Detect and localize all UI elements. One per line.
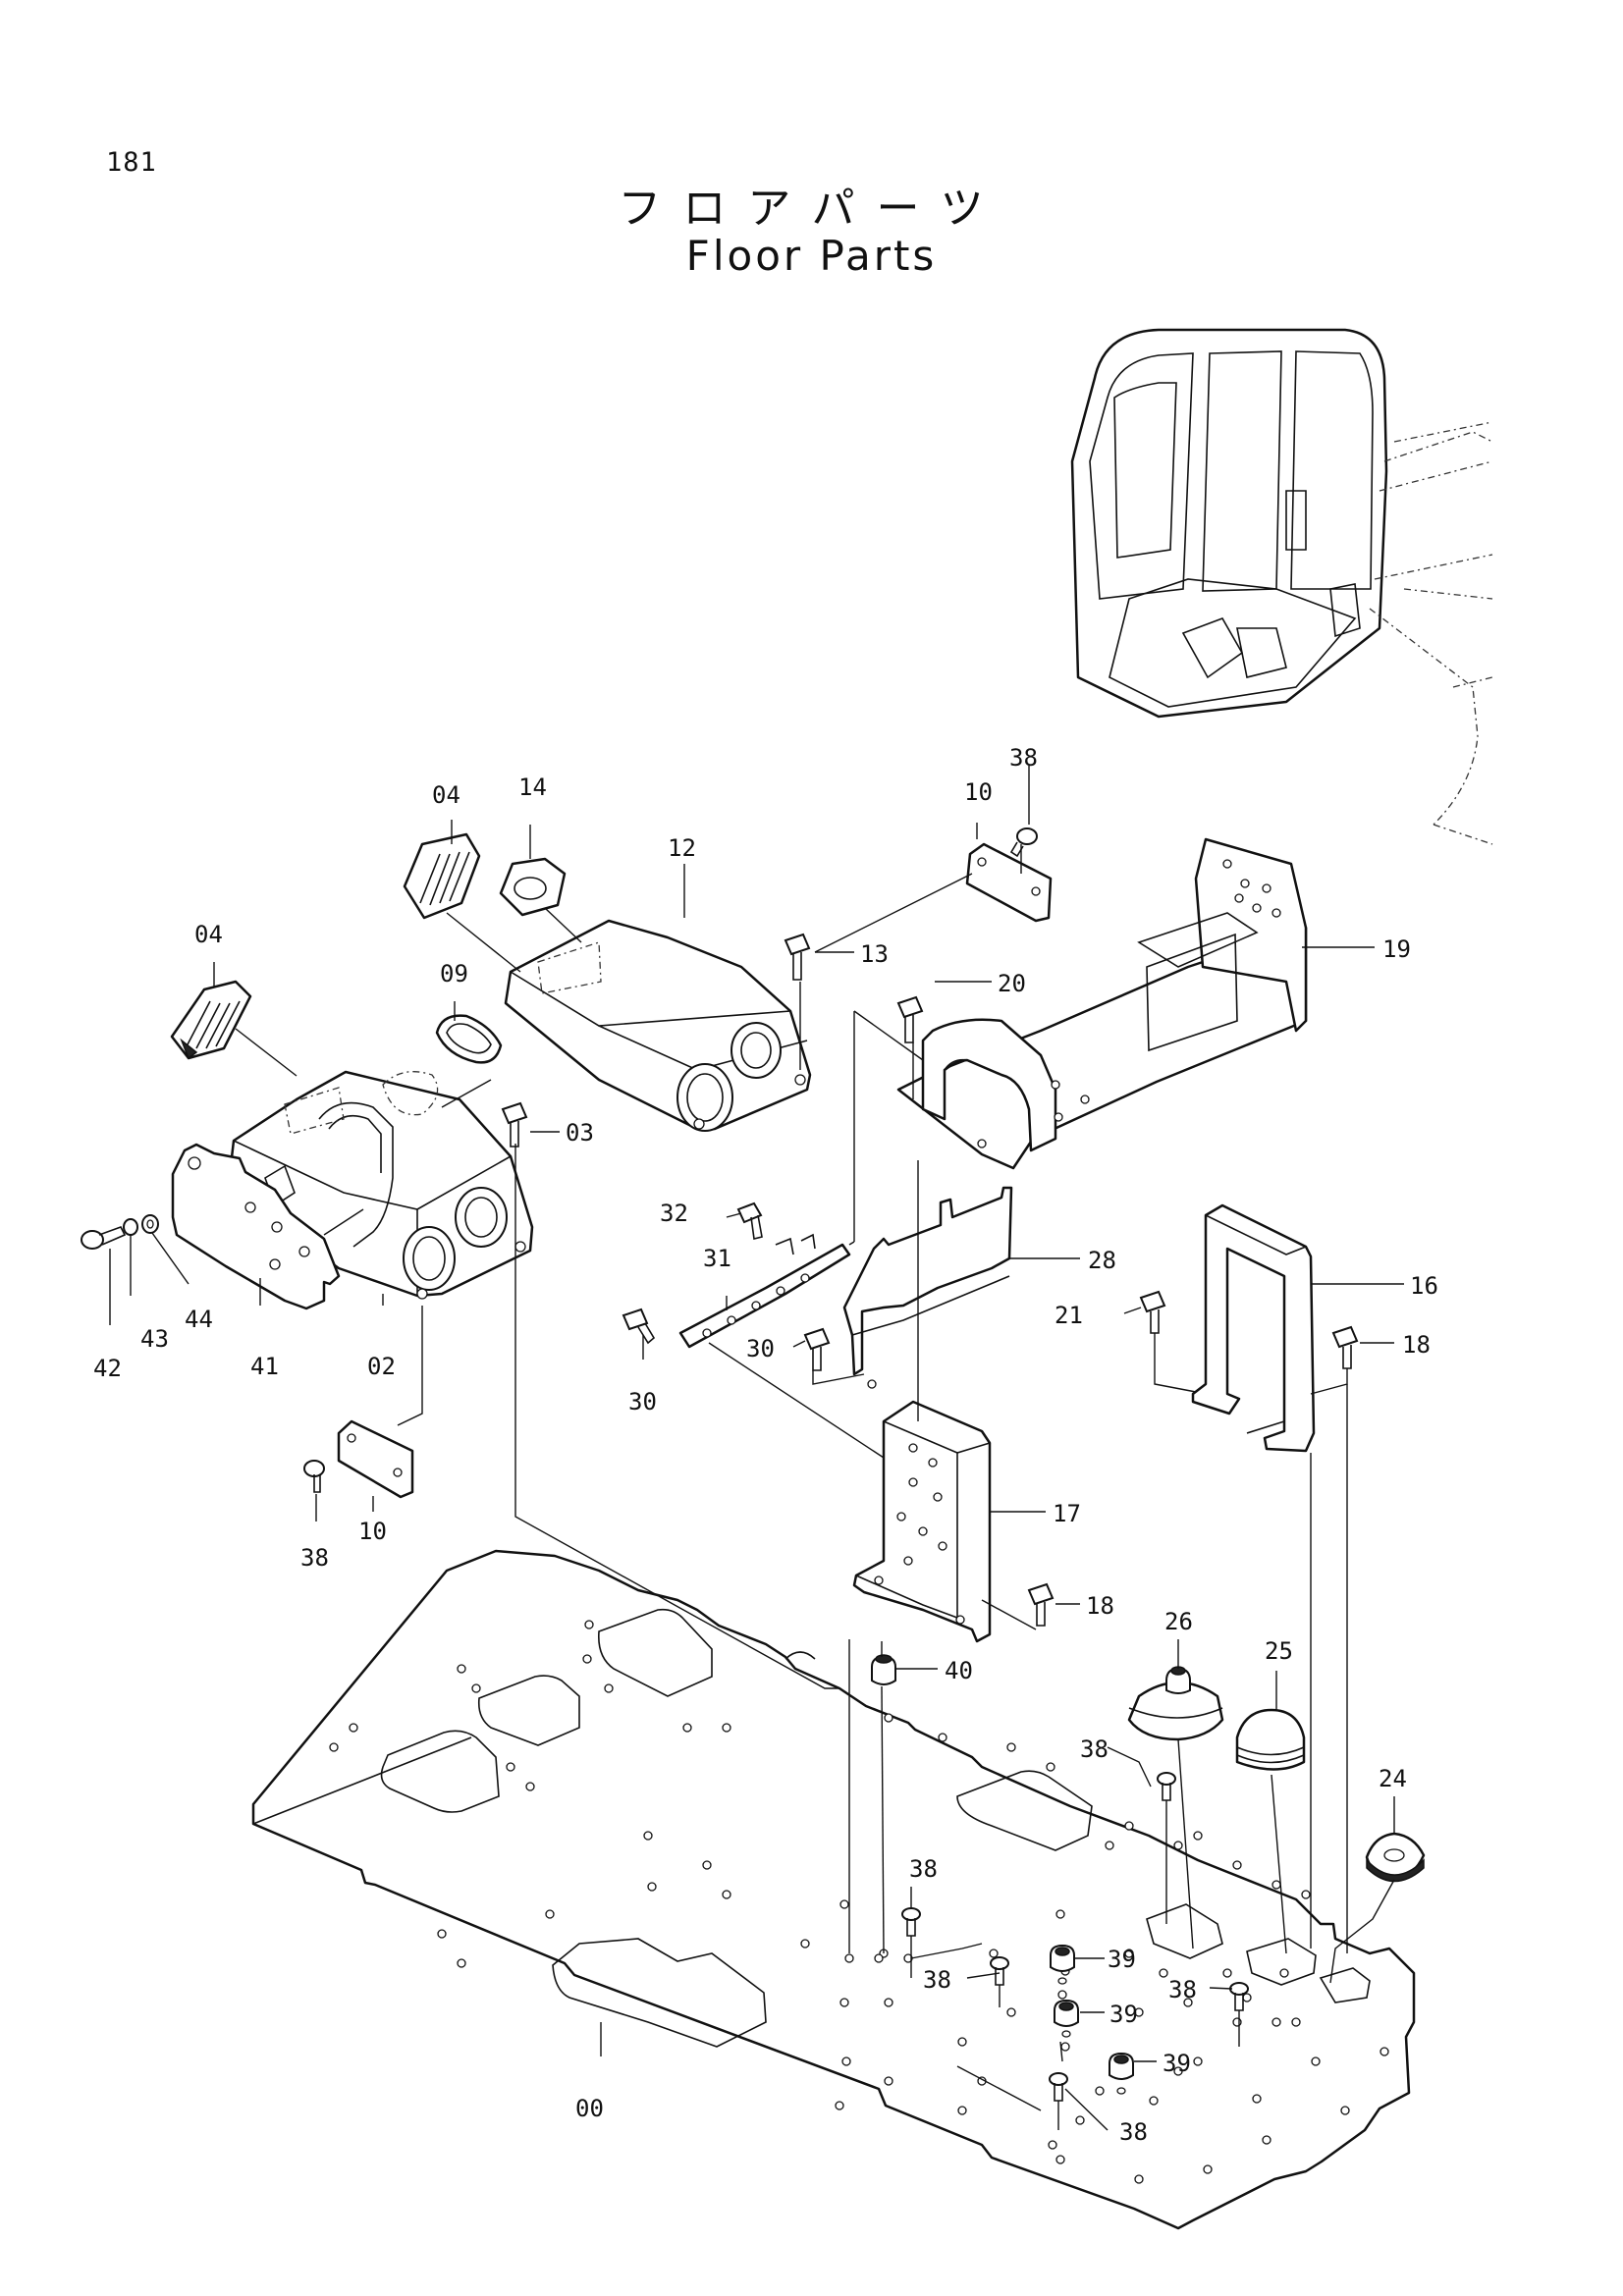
bolt-30-left <box>622 1308 656 1345</box>
plate-10-upper <box>965 842 1053 923</box>
callout-28: 28 <box>1088 1247 1116 1274</box>
callout-39-a: 39 <box>1108 1946 1136 1973</box>
callout-00: 00 <box>575 2095 604 2122</box>
page-title-english: Floor Parts <box>685 232 938 280</box>
callout-10-lower: 10 <box>358 1518 387 1545</box>
callout-24: 24 <box>1379 1765 1407 1792</box>
page-title-japanese: フロアパーツ <box>618 184 1005 234</box>
callout-39-c: 39 <box>1163 2050 1191 2077</box>
callout-41: 41 <box>250 1353 279 1380</box>
gasket-09 <box>435 1014 503 1064</box>
callout-30-right: 30 <box>746 1335 775 1362</box>
callout-42: 42 <box>93 1355 122 1382</box>
bolt-13 <box>784 933 811 981</box>
callout-38-floor-e: 38 <box>1119 2118 1148 2146</box>
cab-location-inset <box>1070 328 1493 845</box>
bar-31 <box>678 1233 851 1349</box>
plug-39-c <box>1109 2052 1134 2095</box>
duct-14 <box>499 857 567 917</box>
callout-31: 31 <box>703 1245 731 1272</box>
callout-38-floor-d: 38 <box>1168 1976 1197 2003</box>
bolt-21 <box>1139 1290 1166 1334</box>
floor-plate-holes <box>329 1620 1389 2184</box>
stand-16 <box>1191 1203 1316 1453</box>
callout-25: 25 <box>1265 1637 1293 1665</box>
pillar-bracket-17 <box>852 1400 992 1643</box>
bolt-30-right <box>803 1327 831 1371</box>
screw-38-floor-c <box>990 1956 1009 1986</box>
mat-26 <box>1127 1666 1224 1741</box>
callout-30-left: 30 <box>628 1388 657 1415</box>
screw-38-floor-a <box>1157 1772 1176 1801</box>
callout-40: 40 <box>945 1657 973 1684</box>
plug-39-b <box>1054 1999 1079 2038</box>
callout-13: 13 <box>860 940 889 968</box>
bolt-20 <box>896 995 924 1043</box>
callout-10-upper: 10 <box>964 778 993 806</box>
callout-17: 17 <box>1053 1500 1081 1527</box>
bolt-03 <box>501 1101 528 1148</box>
callout-43: 43 <box>140 1325 169 1353</box>
callout-18-lower: 18 <box>1086 1592 1114 1620</box>
bolt-42 <box>81 1226 127 1250</box>
plug-39-a <box>1050 1944 1075 1985</box>
callout-02: 02 <box>367 1353 396 1380</box>
grille-04-left <box>170 980 252 1060</box>
callout-12: 12 <box>668 834 696 862</box>
floor-plate-00 <box>251 1549 1416 2230</box>
plate-10-lower <box>337 1419 414 1499</box>
bracket-frame-19 <box>896 837 1308 1170</box>
callout-38-upper: 38 <box>1009 744 1038 772</box>
bolt-18-right <box>1331 1325 1359 1369</box>
callout-labels: 00 02 03 04 04 09 10 10 12 13 14 16 17 1… <box>93 744 1438 2146</box>
callout-38-floor-b: 38 <box>909 1855 938 1883</box>
screw-38-lower <box>303 1460 325 1493</box>
heater-cover-41 <box>171 1143 341 1310</box>
callout-21: 21 <box>1055 1302 1083 1329</box>
callout-38-lower: 38 <box>300 1544 329 1572</box>
callout-38-floor-a: 38 <box>1080 1735 1109 1763</box>
callout-04-left: 04 <box>194 921 223 948</box>
callout-04-upper: 04 <box>432 781 460 809</box>
duct-box-12 <box>504 919 812 1132</box>
callout-39-b: 39 <box>1109 2001 1138 2028</box>
bracket-28 <box>842 1186 1013 1389</box>
bolt-18-lower <box>1027 1582 1055 1627</box>
callout-20: 20 <box>998 970 1026 997</box>
screw-38-upper <box>1009 828 1038 858</box>
callout-19: 19 <box>1382 935 1411 963</box>
callout-44: 44 <box>185 1306 213 1333</box>
callout-03: 03 <box>566 1119 594 1147</box>
page-number: 181 <box>106 147 157 178</box>
leader-lines <box>109 766 1404 2131</box>
stud-32 <box>736 1201 763 1240</box>
callout-14: 14 <box>518 774 547 801</box>
grille-04-upper <box>403 832 481 920</box>
callout-38-floor-c: 38 <box>923 1966 951 1994</box>
washer-43 <box>123 1218 138 1236</box>
callout-32: 32 <box>660 1200 688 1227</box>
callout-09: 09 <box>440 960 468 988</box>
cap-25 <box>1235 1708 1306 1771</box>
callout-18-right: 18 <box>1402 1331 1431 1359</box>
grommet-24 <box>1365 1832 1426 1883</box>
callout-16: 16 <box>1410 1272 1438 1300</box>
callout-26: 26 <box>1164 1608 1193 1635</box>
grommet-40 <box>871 1654 896 1685</box>
